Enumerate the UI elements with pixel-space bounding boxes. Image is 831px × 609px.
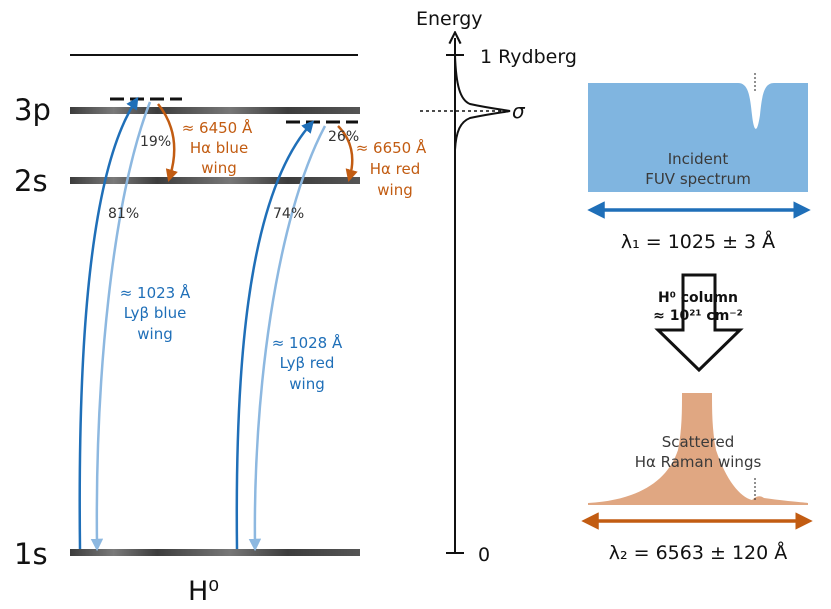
lyb-red-absorption-arrow bbox=[235, 120, 315, 550]
branching-red-3p: 26% bbox=[328, 129, 359, 145]
svg-text:wing: wing bbox=[201, 159, 236, 177]
cross-section-profile bbox=[454, 54, 511, 151]
svg-text:wing: wing bbox=[289, 375, 324, 393]
svg-text:Hα Raman wings: Hα Raman wings bbox=[635, 453, 762, 471]
scattered-spectrum-label: Scattered Hα Raman wings bbox=[635, 433, 762, 471]
incident-wavelength-range: λ₁ = 1025 ± 3 Å bbox=[621, 230, 775, 253]
scattered-wavelength-range: λ₂ = 6563 ± 120 Å bbox=[609, 541, 788, 564]
svg-text:≈ 1028 Å: ≈ 1028 Å bbox=[272, 333, 343, 352]
column-arrow bbox=[654, 273, 744, 373]
ha-blue-emission-arrow bbox=[157, 103, 178, 182]
svg-text:≈ 1023 Å: ≈ 1023 Å bbox=[120, 283, 191, 302]
lyb-red-label: ≈ 1028 Å Lyβ red wing bbox=[272, 333, 343, 393]
lyb-blue-absorption-arrow bbox=[78, 96, 139, 550]
incident-spectrum-fill bbox=[588, 83, 808, 192]
energy-axis-bottom-tick-label: 0 bbox=[478, 544, 490, 566]
svg-text:Hα blue: Hα blue bbox=[190, 139, 248, 157]
svg-text:H⁰ column: H⁰ column bbox=[658, 290, 738, 306]
ha-red-label: ≈ 6650 Å Hα red wing bbox=[356, 138, 427, 199]
svg-text:Hα red: Hα red bbox=[370, 160, 421, 178]
scattered-spectrum-fill bbox=[588, 393, 808, 505]
lyb-red-emission-arrow bbox=[248, 125, 327, 552]
svg-text:≈ 6450 Å: ≈ 6450 Å bbox=[182, 118, 253, 137]
svg-text:Lyβ blue: Lyβ blue bbox=[124, 304, 187, 322]
column-density-label: H⁰ column ≈ 10²¹ cm⁻² bbox=[653, 290, 743, 324]
level-1s-line bbox=[70, 549, 360, 556]
ha-blue-label: ≈ 6450 Å Hα blue wing bbox=[182, 118, 253, 177]
level-label-2s: 2s bbox=[14, 164, 48, 198]
branching-blue-2s: 81% bbox=[108, 206, 139, 222]
sigma-label: σ bbox=[512, 99, 526, 123]
energy-axis-label: Energy bbox=[416, 8, 483, 30]
level-label-1s: 1s bbox=[14, 537, 48, 571]
branching-red-2s: 74% bbox=[273, 206, 304, 222]
svg-text:FUV spectrum: FUV spectrum bbox=[645, 170, 751, 188]
lyb-blue-emission-arrow bbox=[90, 101, 152, 552]
atom-label: H⁰ bbox=[188, 576, 219, 607]
incident-spectrum-label: Incident FUV spectrum bbox=[645, 150, 751, 188]
level-2s-line bbox=[70, 177, 360, 184]
svg-text:≈ 10²¹ cm⁻²: ≈ 10²¹ cm⁻² bbox=[653, 308, 743, 324]
ha-red-emission-arrow bbox=[337, 125, 358, 183]
svg-text:wing: wing bbox=[377, 181, 412, 199]
svg-text:Lyβ red: Lyβ red bbox=[280, 354, 335, 372]
level-label-3p: 3p bbox=[14, 93, 51, 127]
svg-text:Scattered: Scattered bbox=[662, 433, 735, 451]
svg-text:wing: wing bbox=[137, 325, 172, 343]
svg-text:Incident: Incident bbox=[668, 150, 729, 168]
level-3p-line bbox=[70, 107, 360, 114]
svg-text:≈ 6650 Å: ≈ 6650 Å bbox=[356, 138, 427, 157]
branching-blue-3p: 19% bbox=[140, 134, 171, 150]
energy-axis-top-tick-label: 1 Rydberg bbox=[480, 46, 577, 68]
lyb-blue-label: ≈ 1023 Å Lyβ blue wing bbox=[120, 283, 191, 343]
